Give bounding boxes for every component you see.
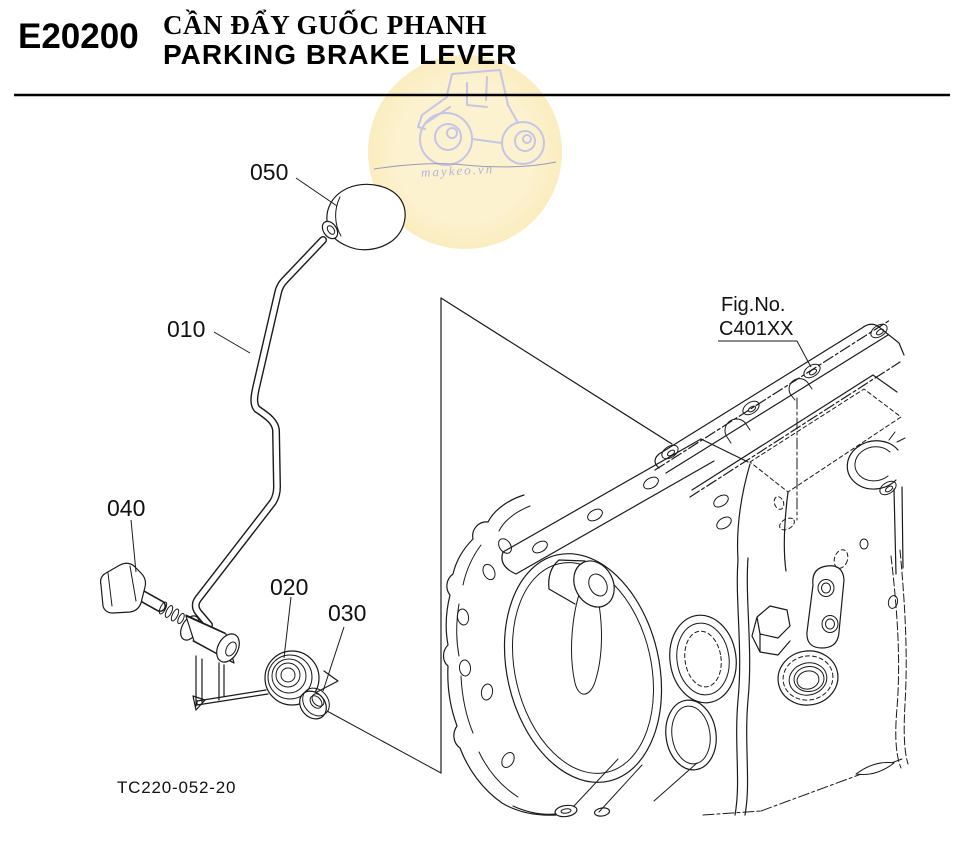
bolt-040 <box>99 562 185 625</box>
section-code: E20200 <box>18 17 139 56</box>
transmission-case-drawing <box>440 297 909 818</box>
lever-rod-010 <box>191 236 327 629</box>
threaded-hole <box>777 650 839 706</box>
case-top-flange <box>654 319 905 531</box>
view-border-diagonal <box>440 297 673 445</box>
case-boss <box>548 559 615 608</box>
mounting-pad-bar <box>501 438 715 575</box>
washer-030 <box>299 687 330 720</box>
fig-ref-label: Fig.No. <box>721 294 785 316</box>
case-right-wall <box>833 486 909 769</box>
title-english: PARKING BRAKE LEVER <box>163 39 518 70</box>
part-label-050: 050 <box>250 159 288 185</box>
clutch-housing-flange <box>442 494 663 816</box>
part-label-030: 030 <box>328 600 366 626</box>
torsion-spring-020 <box>196 650 339 706</box>
parking-brake-lever-parts <box>99 183 406 720</box>
drawing-code: TC220-052-20 <box>117 778 236 797</box>
fig-ref-value: C401XX <box>719 318 794 340</box>
leader-lines <box>130 177 812 692</box>
case-bottom-edge <box>512 758 903 818</box>
title-vietnamese: CẦN ĐẨY GUỐC PHANH <box>163 10 487 40</box>
bolt-pad <box>806 565 845 649</box>
case-front-face <box>700 438 789 816</box>
washer-assembly-line <box>326 710 442 774</box>
part-label-010: 010 <box>167 316 205 342</box>
hex-boss <box>751 605 791 656</box>
part-label-040: 040 <box>107 495 145 521</box>
part-label-020: 020 <box>270 574 308 600</box>
case-openings <box>665 431 906 771</box>
knob-050 <box>321 183 406 251</box>
pivot-tube <box>180 614 240 664</box>
